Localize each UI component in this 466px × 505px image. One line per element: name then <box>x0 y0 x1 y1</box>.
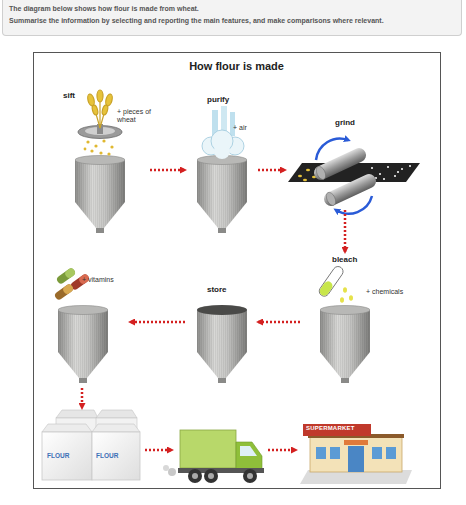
silo <box>75 156 125 234</box>
process-stage: + vitamins <box>50 268 130 388</box>
flow-arrow <box>344 210 347 252</box>
input-note: + pieces of wheat <box>117 108 159 124</box>
silo <box>197 156 247 234</box>
diagram-title: How flour is made <box>33 60 440 72</box>
truck <box>163 430 264 483</box>
frame <box>34 53 441 489</box>
rotation-arrows <box>316 139 372 214</box>
flow-arrow <box>130 321 185 324</box>
rollers <box>312 146 379 208</box>
silo <box>320 306 370 384</box>
process-stage: purify+ air <box>185 92 258 232</box>
process-stage: grind <box>285 115 420 210</box>
process-stage: bleach + chemicals <box>300 252 420 388</box>
flow-arrow <box>145 449 172 452</box>
conveyor-belt <box>288 163 420 182</box>
bag-label: FLOUR <box>96 452 136 459</box>
stage-label: purify <box>207 95 247 104</box>
pills <box>54 267 91 301</box>
stage-label: store <box>207 285 247 294</box>
air-puff <box>202 106 244 159</box>
flow-arrow <box>268 449 296 452</box>
stage-label: grind <box>335 118 375 127</box>
supermarket-building <box>300 424 412 484</box>
silo <box>58 306 108 384</box>
process-stage: store <box>185 280 258 388</box>
flow-arrow <box>150 169 185 172</box>
stage-label: sift <box>63 91 93 100</box>
stage-label: bleach <box>332 255 372 264</box>
input-note: + chemicals <box>366 288 418 296</box>
instruction-text: Summarise the information by selecting a… <box>9 17 455 25</box>
bag-label: FLOUR <box>47 452 87 459</box>
wheat-pieces <box>84 139 114 155</box>
silo <box>197 306 247 384</box>
flow-arrow <box>258 321 300 324</box>
process-stage: sift+ pieces of wheat <box>55 88 150 232</box>
input-note: + air <box>233 124 263 132</box>
input-note: + vitamins <box>82 276 130 284</box>
flow-arrow <box>81 388 84 408</box>
wheat <box>87 90 114 128</box>
process-stage: SUPERMARKET <box>298 422 414 486</box>
test-tube <box>317 265 353 303</box>
silo-lid <box>197 305 247 315</box>
process-stage: FLOUR FLOUR <box>40 408 142 482</box>
instruction-text: The diagram below shows how flour is mad… <box>9 5 455 13</box>
instruction-box: The diagram below shows how flour is mad… <box>2 0 462 36</box>
flow-arrow <box>258 169 285 172</box>
flour-bags <box>42 410 140 480</box>
shop-sign: SUPERMARKET <box>306 425 376 432</box>
